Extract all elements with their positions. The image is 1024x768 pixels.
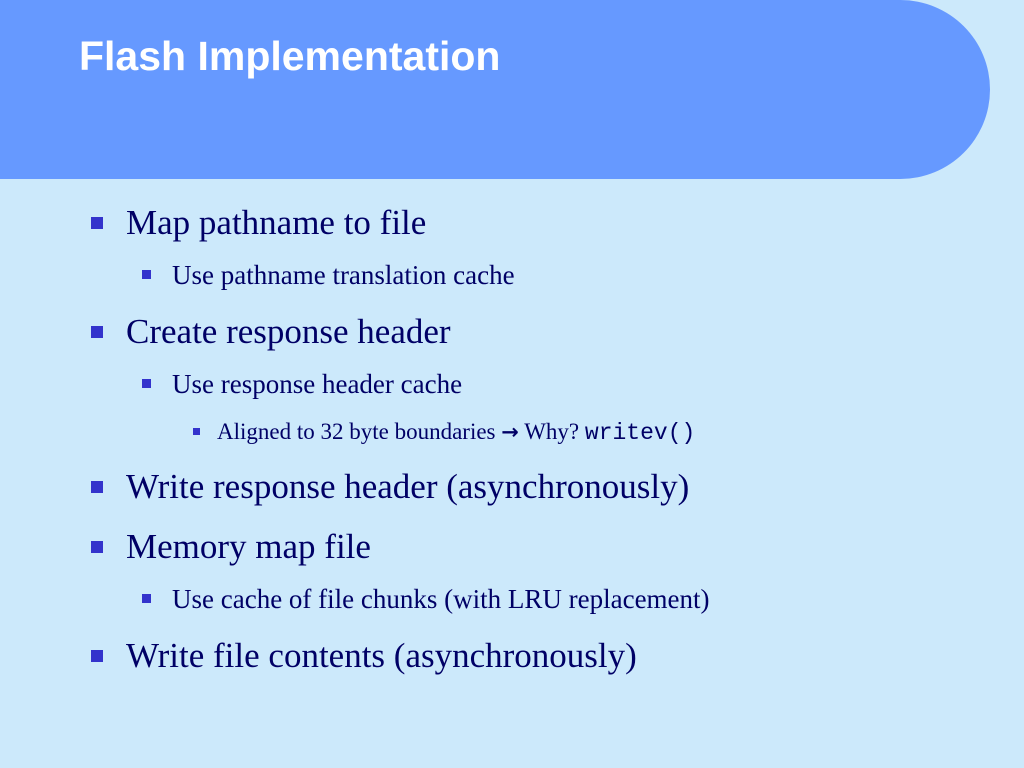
square-bullet-icon (91, 481, 103, 493)
sub-bullet-item: Use cache of file chunks (with LRU repla… (142, 583, 710, 615)
bullet-item: Map pathname to file (91, 203, 427, 243)
square-bullet-icon (142, 379, 151, 388)
square-bullet-icon (193, 428, 200, 435)
square-bullet-icon (91, 326, 103, 338)
title-band (0, 0, 990, 179)
why-text: Why? (524, 419, 580, 444)
sub-sub-bullet-text: Aligned to 32 byte boundaries (217, 419, 496, 444)
sub-bullet-item: Use response header cache (142, 368, 463, 400)
slide-title: Flash Implementation (79, 33, 501, 79)
sub-bullet-text: Use cache of file chunks (with LRU repla… (172, 584, 710, 614)
bullet-text: Map pathname to file (126, 203, 427, 242)
sub-sub-bullet-item: Aligned to 32 byte boundaries → Why? wri… (193, 418, 696, 447)
square-bullet-icon (91, 541, 103, 553)
bullet-item: Write response header (asynchronously) (91, 467, 690, 507)
bullet-item: Memory map file (91, 527, 371, 567)
bullet-text: Write file contents (asynchronously) (126, 636, 637, 675)
square-bullet-icon (91, 217, 103, 229)
bullet-text: Memory map file (126, 527, 371, 566)
bullet-text: Write response header (asynchronously) (126, 467, 690, 506)
square-bullet-icon (142, 594, 151, 603)
sub-bullet-item: Use pathname translation cache (142, 259, 515, 291)
square-bullet-icon (142, 270, 151, 279)
sub-bullet-text: Use pathname translation cache (172, 260, 515, 290)
bullet-item: Create response header (91, 312, 451, 352)
code-writev: writev() (584, 420, 696, 446)
bullet-item: Write file contents (asynchronously) (91, 636, 637, 676)
bullet-text: Create response header (126, 312, 451, 351)
square-bullet-icon (91, 650, 103, 662)
sub-bullet-text: Use response header cache (172, 369, 463, 399)
right-arrow-icon: → (501, 420, 519, 444)
